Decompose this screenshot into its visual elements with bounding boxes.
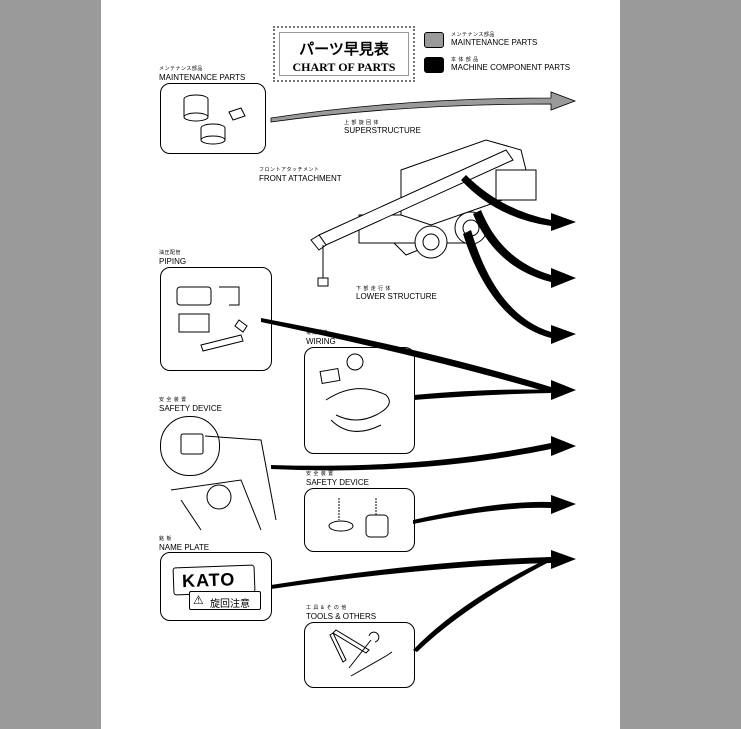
wiring-label-en: WIRING [306,337,336,346]
legend-maintenance-jp: メンテナンス部品 [451,32,495,38]
superstructure-label-jp: 上 部 旋 回 体 [344,120,380,126]
maintenance-parts-box[interactable] [160,83,266,154]
diagram-drawings [170,91,577,677]
component-arrows [261,175,576,652]
name-plate-label-en: NAME PLATE [159,543,210,552]
filter-parts-drawing [183,94,246,145]
warning-triangle-icon: ⚠ [193,593,204,607]
name-plate-label-jp: 銘 板 [159,536,172,542]
title-japanese: パーツ早見表 [299,40,389,58]
warning-text: 旋回注意 [210,599,250,610]
piping-label-en: PIPING [159,257,187,266]
legend-swatch-component [424,57,444,73]
tools-label-jp: 工 具 & そ の 他 [306,605,347,611]
tools-label-en: TOOLS & OTHERS [306,612,377,621]
legend-swatch-maintenance [424,32,444,48]
superstructure-label-en: SUPERSTRUCTURE [344,126,421,135]
lower-structure-label-jp: 下 部 走 行 体 [356,286,392,292]
safety-device-1-label-jp: 安 全 装 置 [159,397,187,403]
tools-drawing [329,629,393,677]
legend-maintenance-en: MAINTENANCE PARTS [451,38,538,47]
title-english: CHART OF PARTS [292,60,396,74]
maintenance-arrow [270,91,577,123]
safety-device-drawing [328,498,389,538]
legend-component-en: MACHINE COMPONENT PARTS [451,63,571,72]
lower-structure-label-en: LOWER STRUCTURE [356,292,437,301]
maintenance-label-jp: メンテナンス部品 [159,66,203,72]
piping-drawing [176,286,248,352]
cab-drawing [170,433,277,531]
front-attachment-label-en: FRONT ATTACHMENT [259,174,342,183]
chart-title-box: パーツ早見表 CHART OF PARTS [273,26,415,82]
safety-device-1-label-en: SAFETY DEVICE [159,404,222,413]
legend-component-jp: 本 体 部 品 [451,57,479,63]
wiring-box[interactable] [304,347,415,454]
warning-plate: ⚠ 旋回注意 [189,591,261,610]
front-attachment-label-jp: フロントアタッチメント [259,167,320,173]
safety-device-2-label-jp: 安 全 装 置 [306,471,334,477]
maintenance-label-en: MAINTENANCE PARTS [159,73,246,82]
document-page: パーツ早見表 CHART OF PARTS メンテナンス部品 MAINTENAN… [101,0,620,729]
piping-label-jp: 油圧配管 [159,250,182,256]
crane-drawing [310,139,537,287]
wiring-drawing [319,353,390,432]
safety-device-2-label-en: SAFETY DEVICE [306,478,369,487]
